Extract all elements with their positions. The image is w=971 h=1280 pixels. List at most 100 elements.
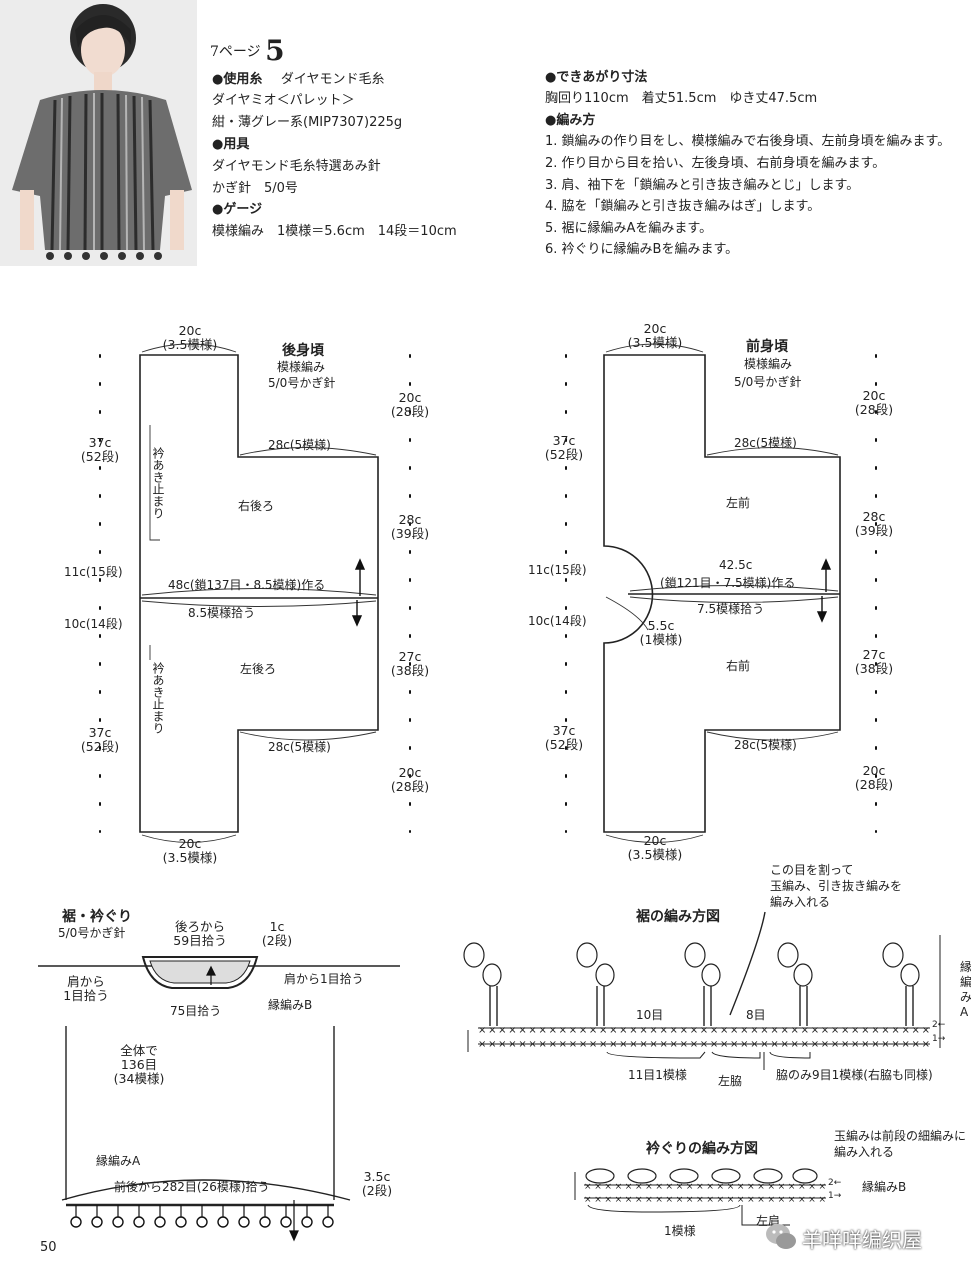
- step-3: 3. 肩、袖下を「鎖編みと引き抜き編みとじ」します。: [545, 178, 860, 193]
- hem-chart-note: この目を割って 玉編み、引き抜き編みを 編み入れる: [770, 862, 902, 910]
- svg-text:××××××××××××××××××××××××: ××××××××××××××××××××××××: [584, 1182, 826, 1192]
- step-6: 6. 衿ぐりに縁編みBを編みます。: [545, 242, 739, 257]
- front-right-dim-2-value: 28c: [862, 509, 886, 524]
- front-right-dim-1-rows: (28段): [854, 402, 894, 417]
- yarn-label-text: ●使用糸: [212, 72, 263, 87]
- back-right-dim-4-rows: (28段): [390, 779, 430, 794]
- hem-total-stitches: 136目: [120, 1057, 158, 1072]
- back-left-dim-1: 37c(52段): [72, 436, 128, 464]
- back-bottom-width-value: 20c: [178, 836, 202, 851]
- front-right-dim-1-value: 20c: [862, 388, 886, 403]
- gauge-label: ●ゲージ: [212, 202, 263, 217]
- front-left-dim-1-rows: (52段): [544, 447, 584, 462]
- front-left-dim-1: 37c(52段): [536, 434, 592, 462]
- hem-title: 裾・衿ぐり: [62, 909, 132, 925]
- back-right-dim-1-rows: (28段): [390, 404, 430, 419]
- front-pick-up: 7.5模様拾う: [697, 602, 765, 616]
- pattern-number: 5: [265, 34, 285, 67]
- hem-chart-edge-char-3: み: [960, 990, 971, 1004]
- front-sub1: 模様編み: [744, 357, 793, 371]
- svg-text:××××××××××××××××××××××××××××××: ××××××××××××××××××××××××××××××××××××××××…: [478, 1039, 930, 1050]
- hem-chart-edge-char-2: 編: [960, 975, 971, 989]
- front-top-width: 20c(3.5模様): [615, 322, 695, 350]
- back-sub2: 5/0号かぎ針: [268, 376, 336, 390]
- back-right-dim-2-value: 28c: [398, 512, 422, 527]
- page-number: 50: [40, 1240, 57, 1255]
- neck-chart-note-1: 玉編みは前段の細編みに: [834, 1129, 967, 1143]
- front-left-dim-4-value: 37c: [552, 723, 576, 738]
- neck-chart-note: 玉編みは前段の細編みに 編み入れる: [834, 1128, 966, 1160]
- gauge-value: 模様編み 1模様＝5.6cm 14段＝10cm: [212, 224, 457, 239]
- hem-chart-edge-char-4: A: [960, 1005, 969, 1019]
- page-ref: 7ページ 5: [210, 34, 285, 67]
- back-chain-cast-on: 48c(鎖137目・8.5模様)作る: [168, 578, 326, 592]
- front-right-dim-4-rows: (28段): [854, 777, 894, 792]
- yarn-label: ●使用糸 ダイヤモンド毛糸: [212, 68, 385, 87]
- hem-neck-rows-count: (2段): [261, 933, 293, 948]
- hem-chart-8-stitches: 8目: [746, 1008, 766, 1022]
- hem-chart-edge-label: 縁 編 み A: [960, 960, 971, 1020]
- back-neck-stop-upper: 衿あき止まり: [151, 447, 165, 519]
- front-chain-cast-on: (鎖121目・7.5模様)作る: [660, 576, 796, 590]
- hem-chart-left-side: 左脇: [718, 1074, 743, 1088]
- neck-chart-row-2: 2←: [828, 1178, 842, 1188]
- hem-sub: 5/0号かぎ針: [58, 926, 126, 940]
- tools-label: ●用具: [212, 137, 250, 152]
- back-right-dim-4-value: 20c: [398, 765, 422, 780]
- back-sub1: 模様編み: [277, 360, 326, 374]
- back-right-dim-2: 28c(39段): [382, 513, 438, 541]
- front-bottom-width-value: 20c: [643, 833, 667, 848]
- back-left-dim-1-value: 37c: [88, 435, 112, 450]
- back-bottom-width-pattern: (3.5模様): [162, 850, 218, 865]
- size-value: 胸回り110cm 着丈51.5cm ゆき丈47.5cm: [545, 91, 818, 106]
- front-right-dim-1: 20c(28段): [846, 389, 902, 417]
- hem-back-pick-text: 後ろから: [174, 919, 225, 934]
- back-right-dim-1-value: 20c: [398, 390, 422, 405]
- front-chain-width: 42.5c: [719, 558, 753, 572]
- hem-chart-repeat: 11目1模様: [628, 1068, 687, 1082]
- step-1: 1. 鎖編みの作り目をし、模様編みで右後身頃、左前身頃を編みます。: [545, 134, 951, 149]
- svg-text:××××××××××××××××××××××××××××××: ××××××××××××××××××××××××××××××××××××××××…: [478, 1025, 930, 1036]
- hem-chart-note-3: 編み入れる: [770, 895, 831, 909]
- back-sleeve-bottom: 28c(5模様): [268, 740, 331, 754]
- hem-neck-rows: 1c(2段): [252, 920, 302, 948]
- hem-height: 3.5c(2段): [354, 1170, 400, 1198]
- neck-chart-title: 衿ぐりの編み方図: [646, 1141, 758, 1157]
- hem-chart-row-2: 2←: [932, 1020, 946, 1030]
- back-left-dim-4: 37c(52段): [72, 726, 128, 754]
- tools-brand: ダイヤモンド毛糸特選あみ針: [212, 159, 381, 174]
- front-left-dim-4-rows: (52段): [544, 737, 584, 752]
- hem-front-pick: 75目拾う: [170, 1004, 222, 1018]
- hem-chart-note-2: 玉編み、引き抜き編みを: [770, 879, 903, 893]
- back-body-outline: [139, 354, 379, 833]
- wechat-icon: [766, 1224, 796, 1249]
- hem-back-pick-count: 59目拾う: [173, 933, 227, 948]
- hem-chart-row-1: 1→: [932, 1034, 946, 1044]
- front-sub2: 5/0号かぎ針: [734, 375, 802, 389]
- yarn-brand: ダイヤモンド毛糸: [280, 72, 385, 87]
- hem-neck-rows-value: 1c: [269, 919, 285, 934]
- front-left-dim-1-value: 37c: [552, 433, 576, 448]
- back-bottom-width: 20c(3.5模様): [150, 837, 230, 865]
- back-upper-name: 右後ろ: [238, 499, 275, 513]
- back-right-dim-1: 20c(28段): [382, 391, 438, 419]
- size-label: ●できあがり寸法: [545, 70, 648, 85]
- front-left-dim-3: 10c(14段): [528, 614, 587, 628]
- back-right-dim-4: 20c(28段): [382, 766, 438, 794]
- back-top-width-pattern: (3.5模様): [162, 337, 218, 352]
- front-neck-width: 5.5c(1模様): [634, 619, 688, 647]
- front-right-dim-3-value: 27c: [862, 647, 886, 662]
- hem-height-value: 3.5c: [363, 1169, 391, 1184]
- neck-chart-shoulder: 左肩: [756, 1214, 781, 1228]
- front-right-dim-2: 28c(39段): [846, 510, 902, 538]
- tools-hook: かぎ針 5/0号: [212, 181, 298, 196]
- back-right-dim-3: 27c(38段): [382, 650, 438, 678]
- back-left-dim-4-rows: (52段): [80, 739, 120, 754]
- front-right-dim-2-rows: (39段): [854, 523, 894, 538]
- front-sleeve-bottom: 28c(5模様): [734, 738, 797, 752]
- neck-chart-note-2: 編み入れる: [834, 1145, 895, 1159]
- hem-shoulder-left-text: 肩から: [67, 974, 105, 989]
